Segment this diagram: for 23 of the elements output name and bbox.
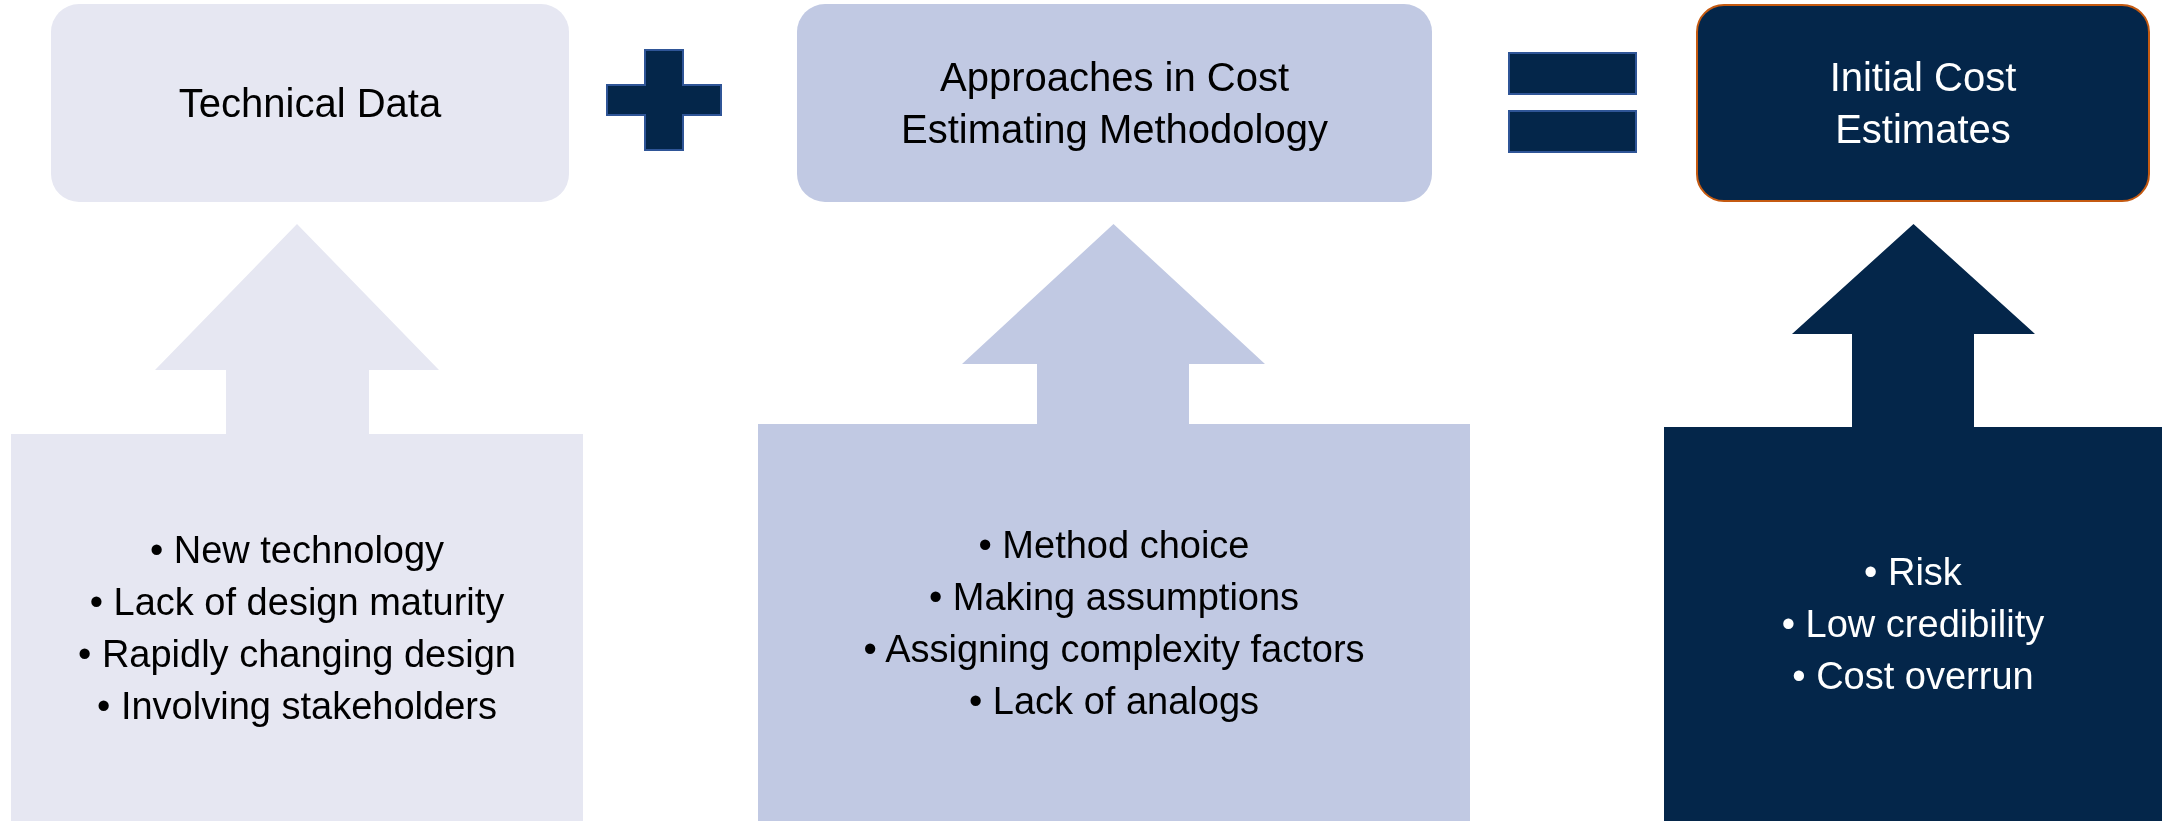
bullet-item: • Method choice [977, 522, 1251, 568]
box-title: Technical Data [178, 80, 442, 127]
rounded-box [1696, 4, 2150, 202]
box-title: Initial Cost Estimates [1828, 54, 2018, 153]
block-arrow [1792, 224, 2035, 427]
bullet-item: • Cost overrun [1791, 654, 2035, 699]
bullet-item: • New technology [148, 527, 446, 573]
list-panel [758, 424, 1470, 821]
rounded-box [51, 4, 569, 202]
block-arrow [962, 224, 1265, 424]
list-panel [11, 434, 583, 821]
rounded-box [797, 4, 1432, 202]
bullet-item: • Lack of analogs [967, 678, 1260, 724]
bullet-item: • Risk [1863, 550, 1963, 595]
bullet-item: • Making assumptions [927, 574, 1301, 620]
bullet-item: • Rapidly changing design [78, 631, 516, 677]
bullet-item: • Low credibility [1781, 602, 2045, 647]
bullet-item: • Lack of design maturity [88, 579, 506, 625]
bullet-item: • Involving stakeholders [96, 683, 498, 729]
block-arrow [155, 224, 439, 434]
list-panel [1664, 427, 2162, 821]
bullet-item: • Assigning complexity factors [863, 626, 1365, 672]
box-title: Approaches in Cost Estimating Methodology [900, 54, 1329, 153]
